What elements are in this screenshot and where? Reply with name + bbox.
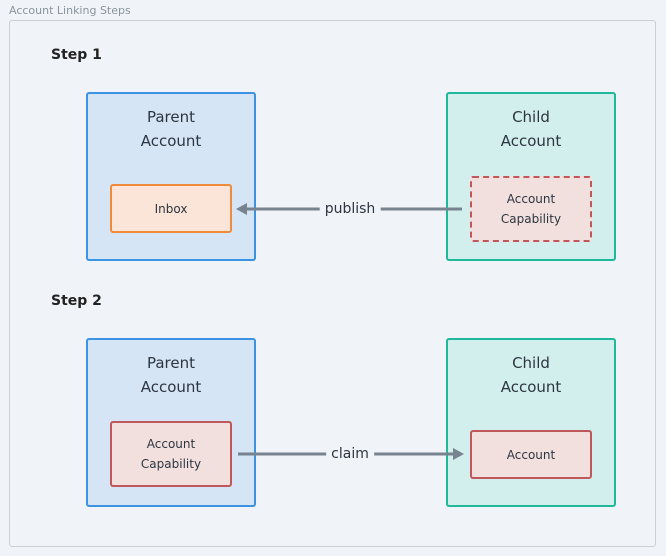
account-node: Account bbox=[470, 430, 592, 479]
parent-account-title: Parent Account bbox=[140, 354, 202, 396]
diagram-title: Account Linking Steps bbox=[9, 4, 131, 17]
publish-edge-label: publish bbox=[319, 201, 381, 217]
parent-account-title: Parent Account bbox=[140, 108, 202, 150]
inbox-node: Inbox bbox=[110, 184, 232, 233]
claim-edge-label: claim bbox=[326, 446, 374, 462]
child-account-title: Child Account bbox=[500, 108, 562, 150]
step-2-label: Step 2 bbox=[51, 293, 102, 309]
account-capability-node: Account Capability bbox=[470, 176, 592, 242]
account-capability-node: Account Capability bbox=[110, 421, 232, 487]
diagram-frame bbox=[9, 20, 656, 547]
step-1-label: Step 1 bbox=[51, 47, 102, 63]
child-account-title: Child Account bbox=[500, 354, 562, 396]
